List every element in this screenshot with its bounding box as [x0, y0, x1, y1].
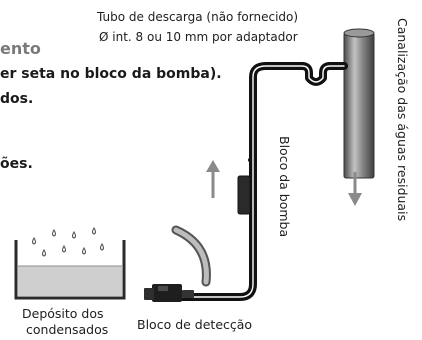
- instructions-line-fragment-1: er seta no bloco da bomba).: [0, 66, 222, 82]
- detection-block-label: Bloco de detecção: [137, 317, 253, 332]
- water-drop-icon: [51, 228, 57, 237]
- condensate-hose-inner: [173, 227, 209, 285]
- drain-tube-label: Tubo de descarga (não fornecido): [97, 10, 299, 24]
- down-arrow-icon: [348, 172, 362, 206]
- condensate-tray: [14, 240, 126, 300]
- pump-inlet-dot: [248, 158, 252, 162]
- instructions-heading-fragment: ento: [0, 39, 41, 58]
- wastewater-pipe-body: [343, 32, 375, 179]
- water-drop-icon: [61, 244, 67, 253]
- water-drop-icon: [81, 246, 87, 255]
- instructions-line-fragment-2: dos.: [0, 91, 34, 107]
- water-drop-icon: [31, 236, 37, 245]
- instructions-line-fragment-3: ões.: [0, 156, 33, 172]
- detection-block: [144, 284, 194, 302]
- wastewater-pipe-top: [343, 28, 375, 38]
- pump-block: [237, 175, 251, 215]
- tray-walls: [14, 240, 126, 300]
- water-drops: [31, 226, 105, 257]
- condensate-tray-label-line1: Depósito dos: [22, 306, 104, 321]
- up-arrow-icon: [206, 160, 220, 198]
- condensate-tray-label-line2: condensados: [26, 322, 109, 337]
- water-drop-icon: [41, 248, 47, 257]
- water-drop-icon: [71, 230, 77, 239]
- water-drop-icon: [99, 242, 105, 251]
- drain-tube-outer: [171, 62, 348, 301]
- drain-tube-diameter-label: Ø int. 8 ou 10 mm por adaptador: [99, 30, 298, 44]
- drain-tube: [171, 62, 348, 301]
- wastewater-pipe: [343, 28, 375, 179]
- condensate-hose: [171, 225, 211, 287]
- water-drop-icon: [91, 226, 97, 235]
- tray-water: [18, 266, 122, 296]
- drain-tube-inner: [174, 65, 345, 298]
